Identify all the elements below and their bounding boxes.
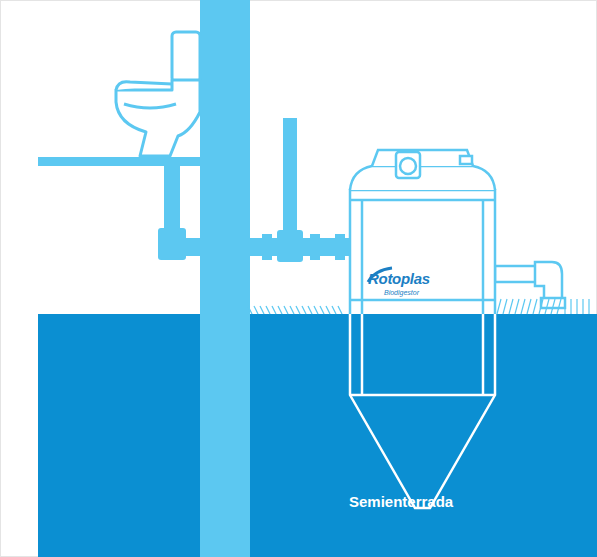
grass-blade	[326, 306, 330, 314]
grass-blade	[557, 299, 561, 314]
grass-blade	[284, 306, 288, 314]
grass-blade	[509, 299, 513, 314]
grass-blade	[320, 306, 324, 314]
grass-blade	[278, 306, 282, 314]
installation-caption: Semienterrada	[349, 493, 453, 510]
grass-blade	[551, 299, 555, 314]
grass-blade	[314, 306, 318, 314]
grass-blade	[533, 299, 537, 314]
grass-blade	[332, 306, 336, 314]
grass-blade	[296, 306, 300, 314]
grass-blade	[338, 306, 342, 314]
grass-blade	[515, 299, 519, 314]
grass-blade	[503, 299, 507, 314]
grass-blade	[497, 299, 501, 314]
grass-blade	[582, 299, 583, 314]
grass-blade	[588, 299, 589, 314]
grass-blade	[272, 306, 276, 314]
grass-blade	[527, 299, 531, 314]
grass-blade	[576, 299, 577, 314]
grass-blade	[254, 306, 258, 314]
brand-logo: Rotoplas	[368, 270, 430, 287]
grass-blade	[564, 299, 565, 314]
grass-blade	[545, 299, 549, 314]
grass-blade	[570, 299, 571, 314]
grass-blade	[521, 299, 525, 314]
grass-blade	[290, 306, 294, 314]
grass-blade	[302, 306, 306, 314]
grass-blade	[248, 306, 252, 314]
grass-blade	[260, 306, 264, 314]
grass-blade	[266, 306, 270, 314]
grass-blade	[539, 299, 543, 314]
product-subtitle: Biodigestor	[384, 289, 419, 296]
grass-blade	[308, 306, 312, 314]
